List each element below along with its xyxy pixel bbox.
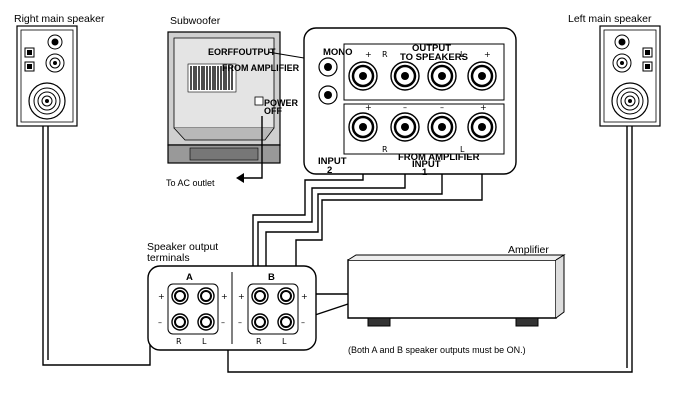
b-minus-left: –	[238, 318, 242, 327]
a-plus-left: +	[158, 292, 165, 301]
cable-input1-c	[265, 140, 443, 292]
group-a-label: A	[186, 272, 193, 283]
b-plus-left: +	[238, 292, 245, 301]
speaker-output-terminals: A B + + – – R L + + – – R L	[147, 265, 317, 351]
input2-label: INPUT	[318, 156, 347, 167]
out-plus-2: +	[484, 50, 491, 59]
right-speaker-label: Right main speaker	[14, 13, 105, 25]
a-r-label: R	[176, 337, 182, 346]
b-minus-right: –	[301, 318, 305, 327]
subwoofer-rear-panel: MONO	[303, 27, 517, 178]
ac-outlet-arrow-icon	[236, 173, 244, 183]
b-plus-right: +	[301, 292, 308, 301]
a-minus-left: –	[158, 318, 162, 327]
cable-input1-b	[257, 140, 406, 320]
speaker-output-label-2: terminals	[147, 252, 190, 264]
input1-num: 1	[422, 167, 428, 178]
power-switch	[254, 96, 264, 106]
power-label: POWER	[264, 98, 299, 108]
in-l-1: L	[460, 145, 465, 154]
b-l-label: L	[282, 337, 287, 346]
in-r-1: R	[382, 145, 388, 154]
out-plus-1: +	[365, 50, 372, 59]
a-minus-right: –	[221, 318, 225, 327]
input2-num: 2	[327, 165, 332, 176]
output-terminals	[348, 61, 497, 91]
off-label: OFF	[264, 106, 282, 116]
speaker-output-note: (Both A and B speaker outputs must be ON…	[348, 345, 526, 355]
subwoofer-unit: EORFFOUTPUT FROM AMPLIFIER POWER OFF	[167, 31, 300, 164]
a-plus-right: +	[221, 292, 228, 301]
a-l-label: L	[202, 337, 207, 346]
mono-label: MONO	[323, 47, 353, 58]
amplifier	[347, 254, 566, 327]
amplifier-label: Amplifier	[508, 244, 549, 256]
subwoofer-overlap-text-2: FROM AMPLIFIER	[222, 63, 300, 73]
ac-outlet-label: To AC outlet	[166, 178, 215, 188]
to-speakers-label: TO SPEAKERS	[400, 52, 468, 63]
cable-input1-d	[295, 140, 483, 292]
subwoofer-overlap-text-1: EORFFOUTPUT	[208, 47, 276, 57]
out-r-1: R	[382, 50, 388, 59]
in-minus-2: –	[440, 103, 444, 112]
b-r-label: R	[256, 337, 262, 346]
input1-label: INPUT	[412, 159, 441, 170]
left-main-speaker	[599, 25, 661, 127]
group-b-label: B	[268, 272, 275, 283]
power-cord	[240, 116, 263, 179]
output-label: OUTPUT	[412, 43, 451, 54]
from-amplifier-label: FROM AMPLIFIER	[398, 152, 480, 163]
input-terminals	[348, 112, 497, 142]
speaker-output-label-1: Speaker output	[147, 241, 218, 253]
in-plus-1: +	[365, 103, 372, 112]
subwoofer-label: Subwoofer	[170, 15, 221, 27]
left-speaker-label: Left main speaker	[568, 13, 652, 25]
out-l-1: L	[460, 50, 465, 59]
right-main-speaker	[16, 25, 78, 127]
subwoofer-panel-stripes	[187, 63, 237, 93]
in-plus-2: +	[480, 103, 487, 112]
in-minus-1: –	[403, 103, 407, 112]
